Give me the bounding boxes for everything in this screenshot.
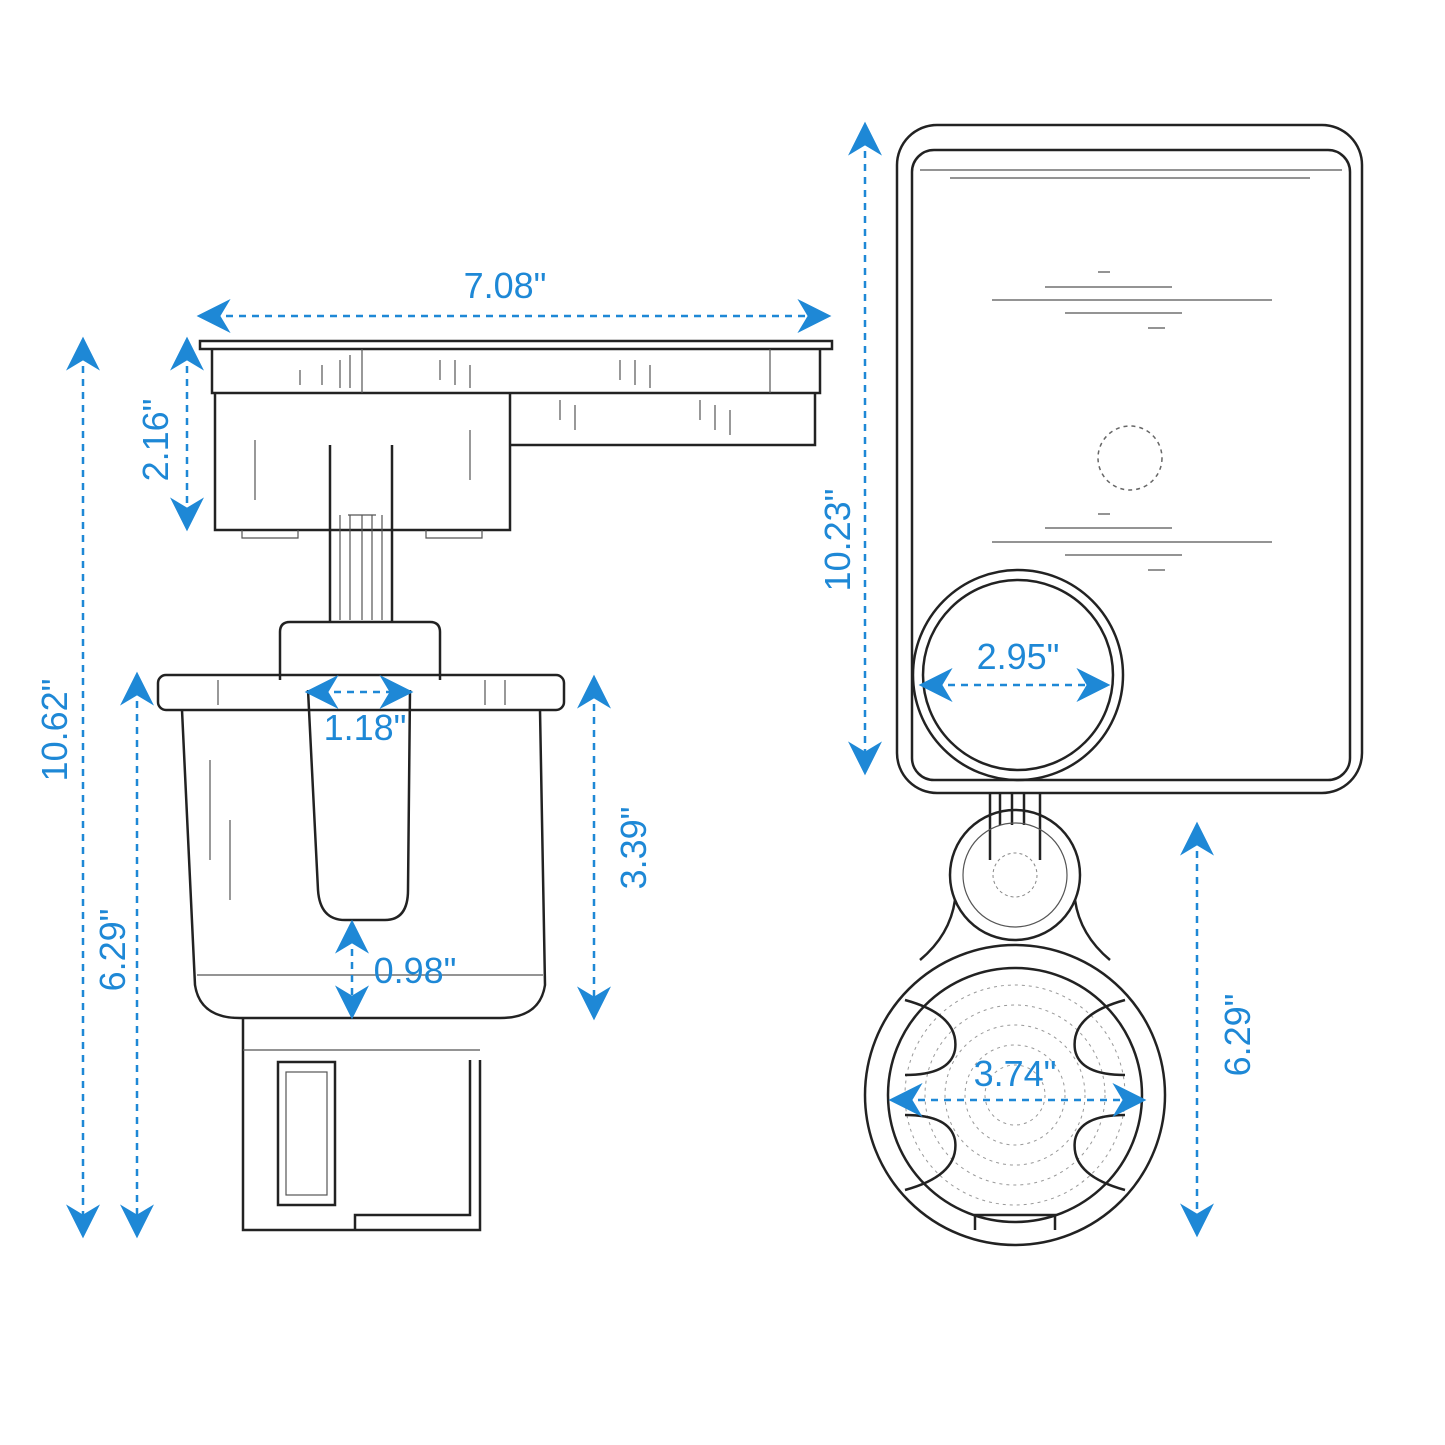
label-total-height: 10.62" <box>34 679 75 782</box>
post <box>328 445 394 622</box>
tray-outline <box>895 123 1364 795</box>
top-view-drawing <box>863 123 1364 1247</box>
label-cup-holder-height-left: 6.29" <box>92 909 133 992</box>
label-tray-length: 10.23" <box>817 489 858 592</box>
label-cup-depth: 3.39" <box>613 807 654 890</box>
tray-body <box>213 393 817 532</box>
cup-body <box>180 709 547 1020</box>
usb-port <box>276 1060 337 1207</box>
label-base-diameter: 3.74" <box>974 1053 1057 1094</box>
dimension-lines <box>66 121 1214 1239</box>
label-tray-height: 2.16" <box>135 399 176 482</box>
tray-rim <box>210 349 822 395</box>
label-slot-width: 1.18" <box>324 707 407 748</box>
label-slot-bottom: 0.98" <box>374 950 457 991</box>
tray-lip <box>198 339 834 351</box>
grip-fins <box>904 998 1126 1192</box>
post-ring <box>948 808 1082 942</box>
label-cup-ring: 2.95" <box>977 636 1060 677</box>
side-view-drawing <box>156 339 834 1232</box>
cup-ring-outer <box>911 568 1125 782</box>
post-cap <box>278 620 442 680</box>
tray-inner <box>910 148 1352 782</box>
wireless-pad-marker <box>1097 425 1163 491</box>
base <box>241 1018 482 1232</box>
label-cup-holder-height-right: 6.29" <box>1217 994 1258 1077</box>
base-ring-outer <box>863 943 1167 1247</box>
dimension-labels: 7.08" 2.16" 10.62" 6.29" 1.18" 3.39" 0.9… <box>34 265 1258 1094</box>
label-tray-width: 7.08" <box>464 265 547 306</box>
